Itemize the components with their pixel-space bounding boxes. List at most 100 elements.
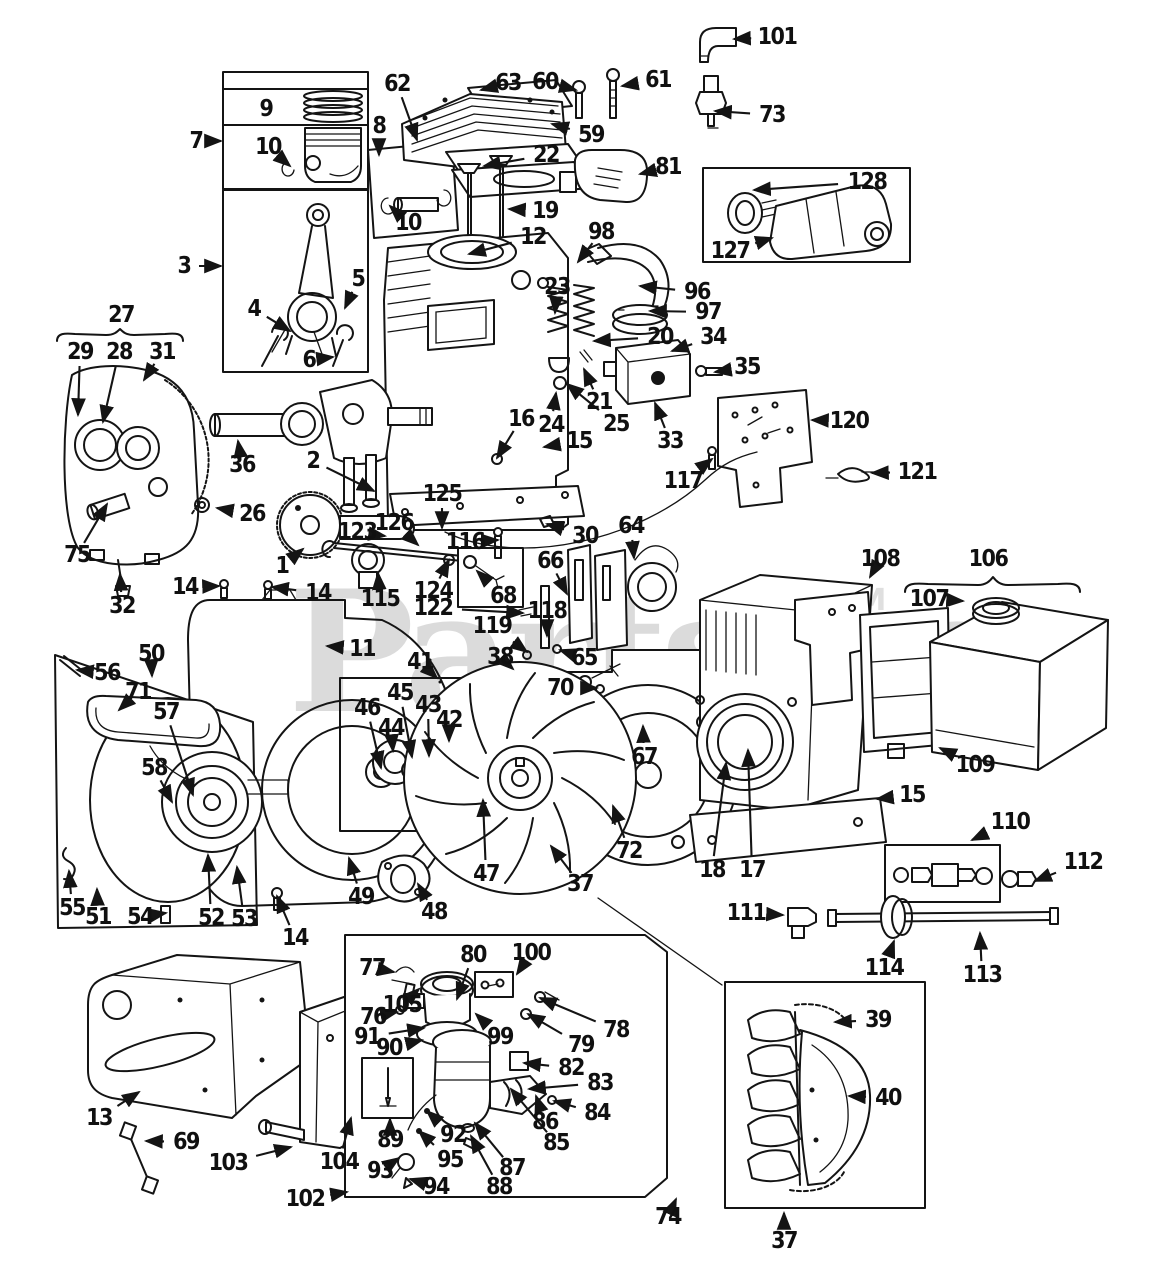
callout-46: 46 — [354, 695, 381, 721]
inset-fuel-filter — [703, 168, 910, 262]
spring-69 — [120, 1122, 158, 1193]
fitting-111 — [788, 908, 816, 938]
leader-arrow-99 — [474, 1012, 494, 1031]
leader-flywheel-to-inset — [598, 898, 722, 985]
callout-29: 29 — [67, 339, 94, 365]
leader-arrow-23 — [548, 295, 564, 316]
leader-arrow-17 — [741, 747, 756, 857]
leader-arrow-126 — [400, 528, 420, 547]
callout-73: 73 — [759, 102, 786, 128]
callout-89: 89 — [377, 1127, 404, 1153]
leader-arrow-108 — [868, 558, 885, 579]
callout-10: 10 — [395, 210, 422, 236]
leader-arrow-41 — [419, 661, 439, 680]
leader-arrow-97 — [647, 303, 687, 319]
leader-arrow-92 — [425, 1109, 445, 1128]
callout-70: 70 — [547, 675, 574, 701]
leader-arrow-84 — [551, 1098, 577, 1113]
leader-arrow-5 — [344, 289, 359, 310]
callout-88: 88 — [486, 1174, 513, 1200]
leader-arrow-85 — [509, 1087, 548, 1133]
leader-arrow-104 — [339, 1115, 354, 1149]
leader-arrow-56 — [74, 664, 95, 679]
fitting-112 — [1002, 871, 1036, 887]
callout-63: 63 — [495, 70, 522, 96]
callout-75: 75 — [64, 542, 91, 568]
callout-11: 11 — [349, 636, 376, 662]
leader-arrow-32 — [113, 571, 129, 593]
leader-arrow-51 — [90, 886, 105, 907]
callout-96: 96 — [684, 279, 711, 305]
callout-116: 116 — [445, 529, 486, 555]
leader-arrow-14 — [269, 581, 297, 597]
leader-arrow-15 — [541, 436, 562, 452]
leader-arrow-75 — [83, 502, 109, 544]
callout-53: 53 — [231, 906, 258, 932]
control-bracket — [718, 390, 812, 507]
callout-39: 39 — [865, 1007, 892, 1033]
leader-arrow-15 — [874, 789, 895, 805]
callout-60: 60 — [532, 69, 559, 95]
callout-48: 48 — [421, 899, 448, 925]
callout-28: 28 — [106, 339, 133, 365]
callout-50: 50 — [138, 641, 165, 667]
leader-arrow-39 — [832, 1013, 857, 1029]
callout-94: 94 — [423, 1174, 450, 1200]
callout-87: 87 — [499, 1155, 526, 1181]
callout-128: 128 — [847, 169, 888, 195]
callout-41: 41 — [407, 649, 434, 675]
gasket-121 — [826, 468, 876, 482]
callout-2: 2 — [306, 448, 321, 474]
leader-arrow-63 — [478, 78, 500, 93]
leader-arrow-61 — [619, 75, 640, 91]
callout-80: 80 — [460, 942, 487, 968]
callout-14: 14 — [305, 580, 332, 606]
tank-13 — [88, 955, 310, 1118]
leader-arrow-34 — [670, 338, 693, 353]
leader-arrow-10 — [388, 204, 408, 223]
leader-arrow-47 — [476, 797, 492, 861]
callout-112: 112 — [1063, 849, 1104, 875]
callout-19: 19 — [532, 198, 559, 224]
leader-arrow-53 — [231, 864, 247, 906]
leader-arrow-124 — [434, 558, 450, 580]
leader-arrow-28 — [99, 365, 117, 425]
leader-arrow-46 — [369, 721, 385, 771]
leader-arrow-45 — [401, 706, 417, 760]
callout-126: 126 — [374, 510, 415, 536]
callout-44: 44 — [378, 715, 405, 741]
callout-118: 118 — [527, 598, 568, 624]
crankshaft — [210, 380, 432, 464]
callout-67: 67 — [631, 744, 658, 770]
callout-49: 49 — [348, 884, 375, 910]
leader-arrow-36 — [233, 438, 249, 459]
leader-arrow-116 — [480, 533, 501, 549]
callout-4: 4 — [247, 296, 262, 322]
callout-30: 30 — [572, 523, 599, 549]
callout-83: 83 — [587, 1070, 614, 1096]
callout-107: 107 — [909, 586, 950, 612]
leader-arrow-20 — [591, 332, 639, 348]
callout-99: 99 — [487, 1024, 514, 1050]
leader-arrow-115 — [371, 570, 387, 591]
ignition-coil — [628, 546, 678, 611]
leader-arrow-95 — [417, 1129, 437, 1148]
inset-connecting-rod — [223, 190, 368, 372]
leader-arrow-110 — [970, 826, 991, 841]
leader-arrow-21 — [583, 367, 598, 390]
leader-arrow-37 — [549, 844, 573, 874]
leader-arrow-86 — [534, 1094, 549, 1115]
leader-arrow-18 — [712, 760, 732, 857]
leader-arrow-103 — [255, 1144, 294, 1159]
leader-arrow-40 — [846, 1089, 867, 1105]
callout-77: 77 — [359, 955, 386, 981]
callout-25: 25 — [603, 411, 630, 437]
callout-7: 7 — [189, 128, 204, 154]
callout-106: 106 — [968, 546, 1009, 572]
leader-arrow-55 — [63, 868, 78, 895]
callout-98: 98 — [588, 219, 615, 245]
leader-arrow-119 — [509, 636, 529, 654]
ignition-plates — [568, 545, 627, 650]
